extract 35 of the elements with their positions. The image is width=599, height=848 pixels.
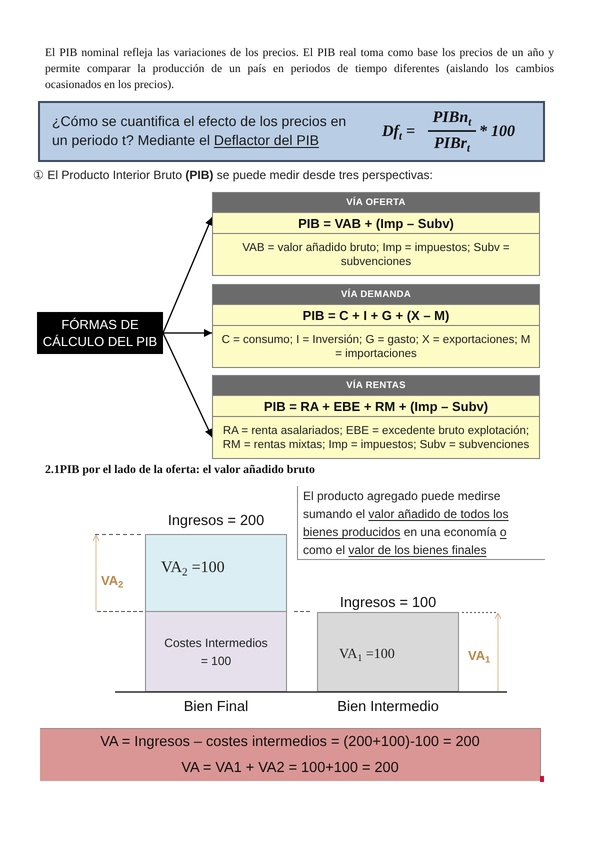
category-box: FÓRMAS DE CÁLCULO DEL PIB bbox=[37, 312, 163, 354]
arrow bbox=[163, 328, 212, 337]
formula-row: PIB = C + I + G + (X – M) bbox=[213, 304, 539, 325]
intro-text: ① El Producto Interior Bruto (PIB) se puede medir desde tres perspectivas: bbox=[33, 168, 433, 183]
equation-text: VA = Ingresos – costes intermedios = (200+100)-100 = 200 bbox=[100, 733, 480, 752]
result-panel bbox=[40, 728, 541, 781]
formula-term: Df$_{t}$ = bbox=[382, 122, 416, 141]
method-panel bbox=[212, 375, 540, 459]
section-header: VÍA DEMANDA bbox=[213, 285, 539, 304]
formula-term: PIBn$_{t}$ bbox=[432, 108, 472, 127]
section-header: VÍA OFERTA bbox=[213, 193, 539, 212]
dimension-label: VA$_{2}$ bbox=[101, 573, 124, 589]
cost-block: Costes Intermedios = 100 bbox=[145, 611, 287, 692]
bar-label: Ingresos = 100 bbox=[340, 594, 436, 612]
formula-term: * 100 bbox=[479, 122, 515, 141]
method-panel bbox=[212, 192, 540, 276]
axis-label: Bien Final bbox=[184, 698, 248, 716]
section-header: VÍA RENTAS bbox=[213, 376, 539, 395]
value-block: VA$_{1}$ =100 bbox=[317, 612, 459, 692]
arrow bbox=[162, 216, 213, 334]
formula-term: PIBr$_{t}$ bbox=[432, 134, 472, 153]
formula-row: PIB = VAB + (Imp – Subv) bbox=[213, 212, 539, 233]
axis-label: Bien Intermedio bbox=[337, 698, 439, 716]
paragraph: El PIB nominal refleja las variaciones de los precios. El PIB real toma como base los precios de un año y permite comparar la producción de un país en periodos de tiempo diferentes (aislando los cambios ocasionados en los precios). bbox=[45, 46, 554, 93]
formula-row: PIB = RA + EBE + RM + (Imp – Subv) bbox=[213, 395, 539, 416]
method-panel bbox=[212, 284, 540, 368]
question-text: ¿Cómo se cuantifica el efecto de los precios en un periodo t? Mediante el Deflactor del PIB bbox=[52, 112, 348, 150]
dimension-label: VA$_{1}$ bbox=[468, 648, 490, 664]
arrow bbox=[162, 332, 213, 438]
callout-text: El producto agregado puede medirse sumando el valor añadido de todos los bienes producidos en una economía o como el valor de los bienes finales bbox=[297, 486, 545, 560]
section-heading: 2.1PIB por el lado de la oferta: el valor añadido bruto bbox=[45, 462, 315, 476]
equation-text: VA = VA1 + VA2 = 100+100 = 200 bbox=[181, 759, 399, 778]
bar-label: Ingresos = 200 bbox=[168, 512, 264, 530]
value-block: VA$_{2}$ =100 bbox=[145, 534, 287, 612]
highlight-panel bbox=[38, 101, 545, 162]
